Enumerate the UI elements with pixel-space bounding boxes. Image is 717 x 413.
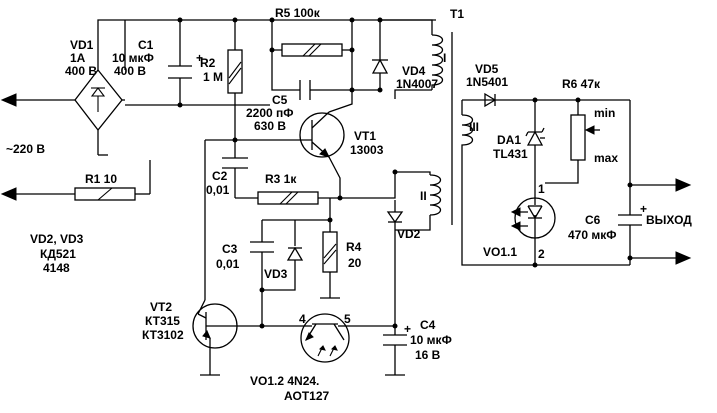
vo12-optocoupler-transistor bbox=[300, 313, 350, 363]
t1-ref: T1 bbox=[450, 7, 464, 21]
r3-label: R3 1к bbox=[265, 172, 297, 186]
c4-ref: C4 bbox=[420, 318, 436, 332]
winding-iii: III bbox=[469, 120, 479, 134]
r4-resistor bbox=[322, 231, 338, 273]
output-arrows bbox=[675, 178, 692, 265]
labels: VD1 1A 400 В C1 10 мкФ 400 В R2 1 М R5 1… bbox=[6, 6, 692, 403]
c3-capacitor bbox=[250, 241, 274, 253]
c2-ref: C2 bbox=[212, 169, 228, 183]
pin-5: 5 bbox=[344, 312, 351, 326]
r6-min: min bbox=[594, 106, 615, 120]
vo12-label: VO1.2 4N24. bbox=[250, 374, 319, 388]
vd2-vd3-ref: VD2, VD3 bbox=[30, 232, 84, 246]
pin-2: 2 bbox=[538, 247, 545, 261]
t1-transformer bbox=[394, 32, 474, 225]
vd1-current: 1A bbox=[70, 51, 86, 65]
vd2-ref: VD2 bbox=[397, 227, 421, 241]
c5-capacitor bbox=[299, 80, 320, 100]
vd1-voltage: 400 В bbox=[65, 64, 97, 78]
vd4-diode bbox=[371, 58, 389, 74]
vd2-vd3-part1: КД521 bbox=[40, 247, 76, 261]
r4-value: 20 bbox=[348, 256, 362, 270]
c1-voltage: 400 В bbox=[114, 64, 146, 78]
vt2-ref: VT2 bbox=[150, 300, 172, 314]
r5-label: R5 100к bbox=[275, 6, 321, 20]
vo11-ref: VO1.1 bbox=[483, 245, 517, 259]
r1-label: R1 10 bbox=[85, 172, 117, 186]
vd5-diode bbox=[484, 92, 497, 108]
da1-ref: DA1 bbox=[497, 133, 521, 147]
pin-1: 1 bbox=[538, 182, 545, 196]
c6-ref: C6 bbox=[585, 213, 601, 227]
vt1-ref: VT1 bbox=[354, 129, 376, 143]
pin-4: 4 bbox=[299, 312, 306, 326]
c1-capacitor bbox=[168, 65, 192, 79]
c1-value: 10 мкФ bbox=[112, 51, 154, 65]
vd1-bridge-rectifier bbox=[74, 19, 125, 132]
vd5-part: 1N5401 bbox=[466, 75, 508, 89]
vd3-ref: VD3 bbox=[264, 267, 288, 281]
c4-capacitor bbox=[383, 334, 407, 346]
r6-label: R6 47к bbox=[562, 77, 601, 91]
junctions bbox=[177, 17, 633, 329]
ground-stubs bbox=[98, 154, 405, 376]
mains-input-arrows bbox=[0, 93, 17, 201]
c4-value: 10 мкФ bbox=[410, 333, 452, 347]
c4-voltage: 16 В bbox=[415, 348, 441, 362]
c5-value: 2200 пФ bbox=[246, 106, 294, 120]
vd1-ref: VD1 bbox=[70, 38, 94, 52]
wires bbox=[10, 19, 680, 375]
c5-ref: C5 bbox=[272, 93, 288, 107]
vt1-part: 13003 bbox=[350, 143, 384, 157]
winding-i: I bbox=[443, 51, 446, 65]
r6-potentiometer bbox=[570, 114, 595, 161]
vd2-vd3-part2: 4148 bbox=[43, 261, 70, 275]
vt1-transistor bbox=[299, 111, 345, 158]
vt2-transistor bbox=[192, 303, 238, 349]
mains-label: ~220 В bbox=[6, 142, 45, 156]
da1-regulator bbox=[525, 127, 545, 146]
vt2-part1: КТ315 bbox=[145, 314, 180, 328]
vd2-diode bbox=[386, 211, 404, 224]
output-label: ВЫХОД bbox=[646, 213, 692, 227]
vd4-part: 1N4007 bbox=[396, 77, 438, 91]
vd4-ref: VD4 bbox=[402, 64, 426, 78]
c3-value: 0,01 bbox=[216, 257, 240, 271]
c2-value: 0,01 bbox=[206, 183, 230, 197]
r2-value: 1 М bbox=[203, 70, 223, 84]
r2-resistor bbox=[227, 49, 243, 94]
r5-resistor bbox=[281, 43, 343, 57]
r6-max: max bbox=[594, 151, 618, 165]
c6-value: 470 мкФ bbox=[568, 228, 616, 242]
vd3-diode bbox=[286, 246, 304, 261]
vt2-part2: КТ3102 bbox=[142, 328, 184, 342]
c5-voltage: 630 В bbox=[254, 119, 286, 133]
c6-capacitor bbox=[618, 214, 642, 226]
c4-plus: + bbox=[404, 322, 411, 336]
r1-resistor bbox=[74, 187, 150, 201]
c2-capacitor bbox=[222, 157, 248, 169]
c6-plus: + bbox=[640, 202, 647, 216]
r4-ref: R4 bbox=[346, 240, 362, 254]
vo11-optocoupler-led bbox=[510, 197, 556, 239]
r3-resistor bbox=[257, 191, 319, 205]
r2-ref: R2 bbox=[200, 56, 216, 70]
c1-plus: + bbox=[196, 51, 203, 65]
da1-part: TL431 bbox=[493, 147, 528, 161]
vd5-ref: VD5 bbox=[475, 62, 499, 76]
vo12-alt: АОТ127 bbox=[284, 389, 330, 403]
c1-ref: C1 bbox=[138, 38, 154, 52]
c3-ref: C3 bbox=[222, 242, 238, 256]
winding-ii: II bbox=[420, 189, 427, 203]
